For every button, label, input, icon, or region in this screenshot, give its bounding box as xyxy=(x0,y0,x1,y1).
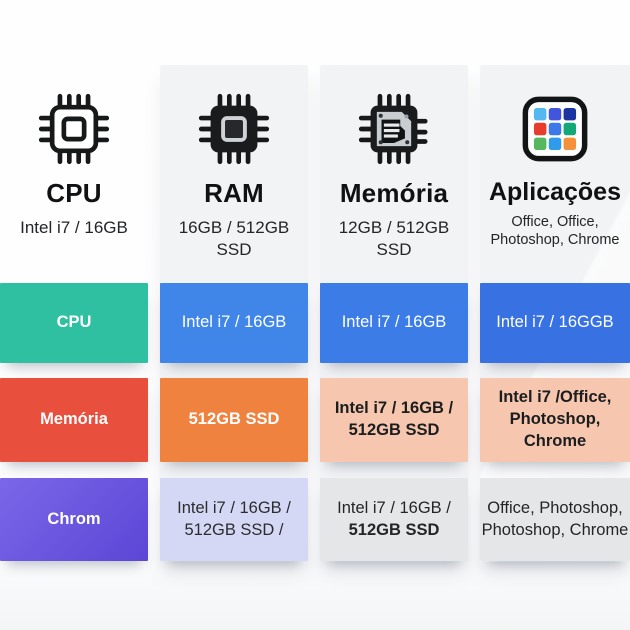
spec-cell: Intel i7 / 16GB / 512GB SSD xyxy=(320,378,468,462)
cell-text: Intel i7 / 16GB xyxy=(341,313,447,332)
memory-chip-icon xyxy=(358,93,428,165)
header-column-aplicacoes: Aplicações Office, Office, Photoshop, Ch… xyxy=(480,65,630,280)
cell-text: 512GB SSD xyxy=(188,410,280,429)
cell-text: Intel i7 / 16GB / xyxy=(337,498,451,517)
cpu-chip-outline-icon xyxy=(38,93,110,165)
spec-cell: Intel i7 / 16GB / 512GB SSD xyxy=(320,478,468,561)
cell-text: CPU xyxy=(56,313,92,332)
spec-cell: Office, Photoshop, Photoshop, Chrome xyxy=(480,478,630,561)
spec-cell: 512GB SSD xyxy=(160,378,308,462)
column-title: Memória xyxy=(339,178,449,208)
cell-text: Intel i7 / 16GB / xyxy=(334,399,454,418)
header-column-memoria: Memória 12GB / 512GB SSD xyxy=(320,65,468,280)
header-column-ram: RAM 16GB / 512GB SSD xyxy=(160,65,308,280)
cell-text: Photoshop, Chrome xyxy=(509,410,601,450)
column-subtitle: Office, Office, Photoshop, Chrome xyxy=(490,213,620,249)
column-title: RAM xyxy=(204,178,264,208)
spec-cell: Intel i7 / 16GGB xyxy=(480,283,630,363)
spec-cell: Intel i7 / 16GB / 512GB SSD / xyxy=(160,478,308,561)
column-subtitle: Intel i7 / 16GB xyxy=(20,217,128,237)
cell-text: 512GB SSD xyxy=(348,520,440,539)
spec-cell: Intel i7 / 16GB xyxy=(320,283,468,363)
cell-text: Photoshop, Chrome xyxy=(481,520,629,539)
cell-text: 512GB SSD xyxy=(348,421,440,439)
column-subtitle: 16GB / 512GB SSD xyxy=(178,217,290,259)
cell-text: Intel i7 / 16GGB xyxy=(496,313,614,332)
cell-text: Intel i7 /Office, xyxy=(498,388,612,407)
cell-text: 512GB SSD / xyxy=(184,520,284,539)
cell-text: Office, Photoshop, xyxy=(487,498,623,517)
cell-text: Intel i7 / 16GB / xyxy=(177,498,291,517)
column-title: CPU xyxy=(46,178,102,208)
cell-text: Chrom xyxy=(47,509,101,528)
column-subtitle: 12GB / 512GB SSD xyxy=(338,217,450,259)
column-title: Aplicações xyxy=(488,178,621,206)
row-label-memoria: Memória xyxy=(0,378,148,462)
header-column-cpu: CPU Intel i7 / 16GB xyxy=(0,65,148,280)
row-label-cpu: CPU xyxy=(0,283,148,363)
apps-grid-icon xyxy=(522,96,588,162)
ram-chip-filled-icon xyxy=(198,93,270,165)
row-label-chrom: Chrom xyxy=(0,478,148,561)
spec-cell: Intel i7 /Office, Photoshop, Chrome xyxy=(480,378,630,462)
cell-text: Intel i7 / 16GB xyxy=(181,313,287,332)
spec-cell: Intel i7 / 16GB xyxy=(160,283,308,363)
cell-text: Memória xyxy=(40,410,108,429)
